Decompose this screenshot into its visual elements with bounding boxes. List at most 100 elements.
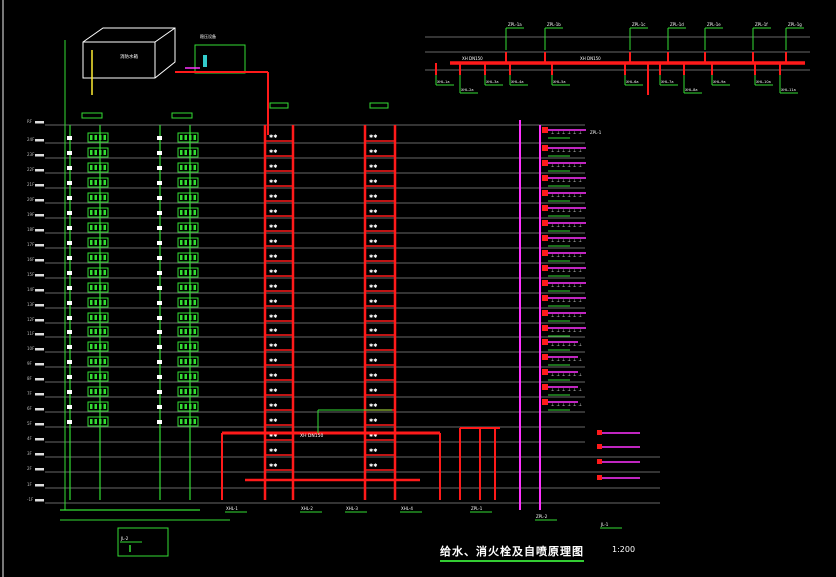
sprinkler-head: ⊥ (579, 328, 583, 333)
hydrant-hatch (184, 225, 187, 230)
sprinkler-head: ⊥ (551, 178, 555, 183)
sprinkler-head: ⊥ (573, 298, 577, 303)
sprinkler-head: ⊥ (579, 298, 583, 303)
hydrant-hatch (94, 165, 97, 170)
hydrant-valve-mark: ✱✱ (269, 403, 278, 409)
sprinkler-head: ⊥ (551, 283, 555, 288)
hydrant-hatch (180, 165, 183, 170)
sprinkler-head: ⊥ (557, 372, 561, 377)
sprinkler-head: ⊥ (568, 130, 572, 135)
hydrant-cabinet (177, 326, 199, 337)
sprinkler-head: ⊥ (551, 238, 555, 243)
hydrant-hatch (90, 225, 93, 230)
hydrant-hatch (90, 389, 93, 394)
hydrant-hatch (184, 210, 187, 215)
pump-label: 稳压设备 (200, 33, 216, 39)
hydrant-hatch (90, 270, 93, 275)
valve-mark (157, 136, 162, 140)
sprinkler-head: ⊥ (557, 253, 561, 258)
hydrant-hatch (94, 389, 97, 394)
floor-label: 7F (27, 391, 33, 396)
hydrant-hatch (103, 180, 106, 185)
hydrant-hatch (99, 344, 102, 349)
top-branch-label: XHL-4a (511, 80, 524, 84)
hydrant-hatch (99, 180, 102, 185)
sprinkler-head: ⊥ (579, 268, 583, 273)
sprinkler-head: ⊥ (557, 342, 561, 347)
hydrant-valve-mark: ✱✱ (269, 239, 278, 245)
hydrant-valve-mark: ✱✱ (369, 179, 378, 185)
hydrant-hatch (193, 285, 196, 290)
sprinkler-head: ⊥ (562, 387, 566, 392)
sprinkler-head: ⊥ (568, 208, 572, 213)
hydrant-valve-mark: ✱✱ (369, 224, 378, 230)
hydrant-hatch (184, 315, 187, 320)
hydrant-hatch (99, 374, 102, 379)
hydrant-cabinet (177, 222, 199, 233)
hydrant-hatch (189, 195, 192, 200)
hydrant-hatch (193, 195, 196, 200)
hydrant-hatch (94, 329, 97, 334)
elevation-mark (35, 121, 44, 124)
sprinkler-head: ⊥ (579, 253, 583, 258)
sprinkler-head: ⊥ (562, 342, 566, 347)
hydrant-hatch (103, 285, 106, 290)
hydrant-hatch (184, 135, 187, 140)
hydrant-hatch (99, 255, 102, 260)
sprinkler-head: ⊥ (573, 268, 577, 273)
hydrant-valve-mark: ✱✱ (369, 388, 378, 394)
sprinkler-alarm-valve (542, 160, 548, 166)
drawing-scale: 1:200 (612, 545, 636, 554)
hydrant-hatch (180, 210, 183, 215)
hydrant-cabinet (87, 192, 109, 203)
hydrant-hatch (193, 344, 196, 349)
elevation-mark (35, 199, 44, 202)
sprinkler-alarm-valve (542, 399, 548, 405)
sprinkler-head: ⊥ (573, 130, 577, 135)
top-branch-label: XHL-11a (781, 88, 796, 92)
elevation-mark (35, 304, 44, 307)
bottom-pipe-label: ZPL-1 (471, 506, 483, 511)
hydrant-cabinet (87, 132, 109, 143)
sprinkler-alarm-valve (542, 265, 548, 271)
sprinkler-head: ⊥ (562, 238, 566, 243)
bottom-pipe-label: JL-1 (600, 522, 609, 527)
hydrant-cabinet (87, 297, 109, 308)
floor-label: 16F (27, 257, 35, 262)
hydrant-valve-mark: ✱✱ (369, 448, 378, 454)
pump-icon (203, 55, 207, 67)
valve-mark (67, 301, 72, 305)
elevation-mark (35, 214, 44, 217)
hydrant-hatch (90, 255, 93, 260)
sprinkler-alarm-valve (542, 384, 548, 390)
floor-label: 11F (27, 331, 35, 336)
floor-label: RF (27, 119, 33, 124)
valve-mark (157, 226, 162, 230)
hydrant-hatch (193, 150, 196, 155)
hydrant-cabinet (87, 312, 109, 323)
floor-label: 1F (27, 482, 33, 487)
hydrant-hatch (189, 180, 192, 185)
sprinkler-alarm-valve (542, 369, 548, 375)
alarm-valve (597, 430, 602, 435)
hydrant-hatch (184, 165, 187, 170)
sprinkler-alarm-valve (542, 339, 548, 345)
hydrant-hatch (189, 240, 192, 245)
valve-mark (157, 330, 162, 334)
valve-mark (67, 286, 72, 290)
hydrant-valve-mark: ✱✱ (269, 299, 278, 305)
hydrant-hatch (99, 150, 102, 155)
riser-tag (171, 112, 193, 119)
sprinkler-head: ⊥ (579, 163, 583, 168)
hydrant-cabinet (177, 401, 199, 412)
sprinkler-head: ⊥ (551, 208, 555, 213)
hydrant-hatch (189, 210, 192, 215)
top-riser-label: ZPL-1g (788, 22, 802, 27)
hydrant-hatch (184, 240, 187, 245)
sprinkler-head: ⊥ (551, 130, 555, 135)
hydrant-hatch (90, 180, 93, 185)
sprinkler-head: ⊥ (562, 193, 566, 198)
sprinkler-head: ⊥ (557, 238, 561, 243)
sprinkler-alarm-valve (542, 295, 548, 301)
hydrant-hatch (193, 180, 196, 185)
